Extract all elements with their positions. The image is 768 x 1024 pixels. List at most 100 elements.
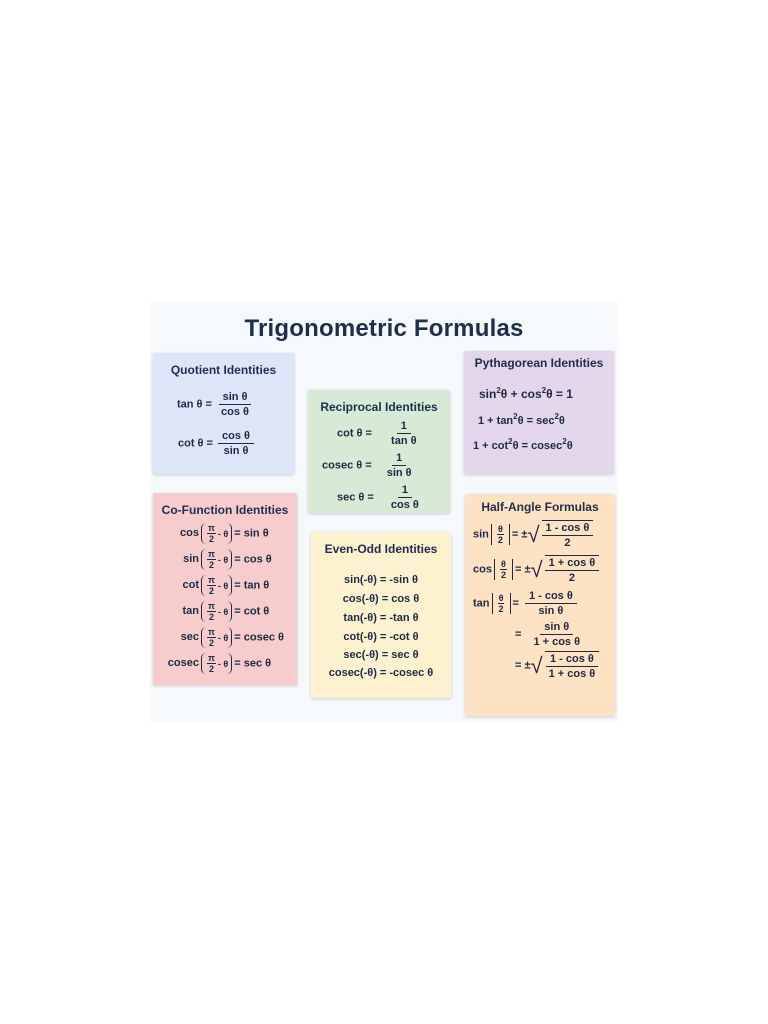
numerator: 1 - cos θ: [524, 590, 577, 604]
plus-minus: = ±: [511, 528, 528, 541]
formula-even-odd: cos(-θ) = cos θ: [342, 593, 420, 605]
formula-part: θ + cos: [500, 387, 542, 401]
formula-part: θ = 1: [546, 387, 573, 401]
formula-pythagorean-2: 1 + tan2θ = sec2θ: [478, 412, 565, 427]
function-name: sin: [183, 553, 199, 566]
formula-part: θ = sec: [517, 415, 555, 427]
formula-part: θ: [566, 440, 573, 452]
card-title: Even-Odd Identities: [324, 542, 438, 556]
denominator: 2: [208, 586, 214, 596]
numerator: π: [207, 523, 216, 534]
numerator: 1 - cos θ: [545, 653, 598, 667]
function-name: sec: [180, 631, 199, 644]
formula-pythagorean-1: sin2θ + cos2θ = 1: [479, 386, 573, 401]
denominator: 2: [497, 535, 503, 545]
card-title: Half-Angle Formulas: [481, 500, 599, 514]
radical-icon: √: [530, 556, 543, 582]
formula-lhs: cot θ =: [178, 437, 213, 450]
numerator: θ: [496, 524, 504, 535]
denominator: 2: [500, 570, 506, 580]
function-name: sin: [473, 528, 489, 541]
numerator: π: [207, 653, 216, 664]
formula-tan-quotient: tan θ = sin θ cos θ: [177, 391, 255, 418]
formula-even-odd: sin(-θ) = -sin θ: [344, 574, 418, 586]
formula-lhs: sec θ =: [337, 491, 374, 504]
function-name: cosec: [167, 657, 199, 670]
fraction: 1 cos θ: [387, 484, 423, 511]
radical-icon: √: [527, 521, 540, 547]
formula-sec-reciprocal: sec θ = 1 cos θ: [337, 484, 425, 511]
denominator: 2: [568, 572, 575, 584]
formula-rhs: = cot θ: [234, 605, 270, 618]
numerator: π: [207, 601, 216, 612]
plus-minus: = ±: [514, 563, 531, 576]
formula-rhs: = tan θ: [234, 579, 270, 592]
denominator: 2: [208, 664, 214, 674]
reciprocal-identities-card: Reciprocal Identities cot θ = 1 tan θ co…: [308, 390, 450, 513]
numerator: 1: [392, 452, 407, 466]
fraction: cos θ sin θ: [218, 430, 255, 457]
formula-rhs: = sin θ: [234, 527, 269, 540]
equals: =: [515, 628, 522, 641]
denominator: sin θ: [538, 605, 564, 617]
formula-even-odd: sec(-θ) = sec θ: [343, 649, 419, 661]
fraction: 1 sin θ: [383, 452, 416, 479]
numerator: cos θ: [218, 430, 255, 444]
function-name: cos: [473, 563, 492, 576]
minus-theta: - θ: [217, 554, 229, 565]
exponent: 2: [541, 386, 547, 395]
denominator: 2: [208, 638, 214, 648]
function-name: tan: [182, 605, 200, 618]
formula-part: 1 + cot: [473, 440, 509, 452]
denominator: cos θ: [221, 406, 250, 418]
formula-part: sin: [479, 387, 497, 401]
denominator: sin θ: [386, 467, 412, 479]
numerator: θ: [497, 593, 505, 604]
equals: =: [512, 597, 519, 610]
numerator: π: [207, 627, 216, 638]
formula-pythagorean-3: 1 + cot2θ = cosec2θ: [473, 437, 573, 452]
formula-part: θ: [558, 415, 565, 427]
formula-cot-reciprocal: cot θ = 1 tan θ: [337, 420, 423, 447]
formula-part: 1 + tan: [478, 415, 514, 427]
pythagorean-identities-card: Pythagorean Identities sin2θ + cos2θ = 1…: [464, 351, 614, 474]
card-title: Reciprocal Identities: [320, 400, 438, 414]
function-name: cos: [180, 527, 199, 540]
denominator: 1 + cos θ: [548, 668, 596, 680]
formula-rhs: = sec θ: [234, 657, 272, 670]
denominator: 2: [564, 537, 571, 549]
formula-even-odd: tan(-θ) = -tan θ: [343, 612, 419, 624]
numerator: 1 - cos θ: [541, 522, 594, 536]
formula-lhs: tan θ =: [177, 398, 212, 411]
fraction: sin θ cos θ: [217, 391, 253, 418]
function-name: tan: [473, 597, 490, 610]
formula-cosec-reciprocal: cosec θ = 1 sin θ: [322, 452, 418, 479]
